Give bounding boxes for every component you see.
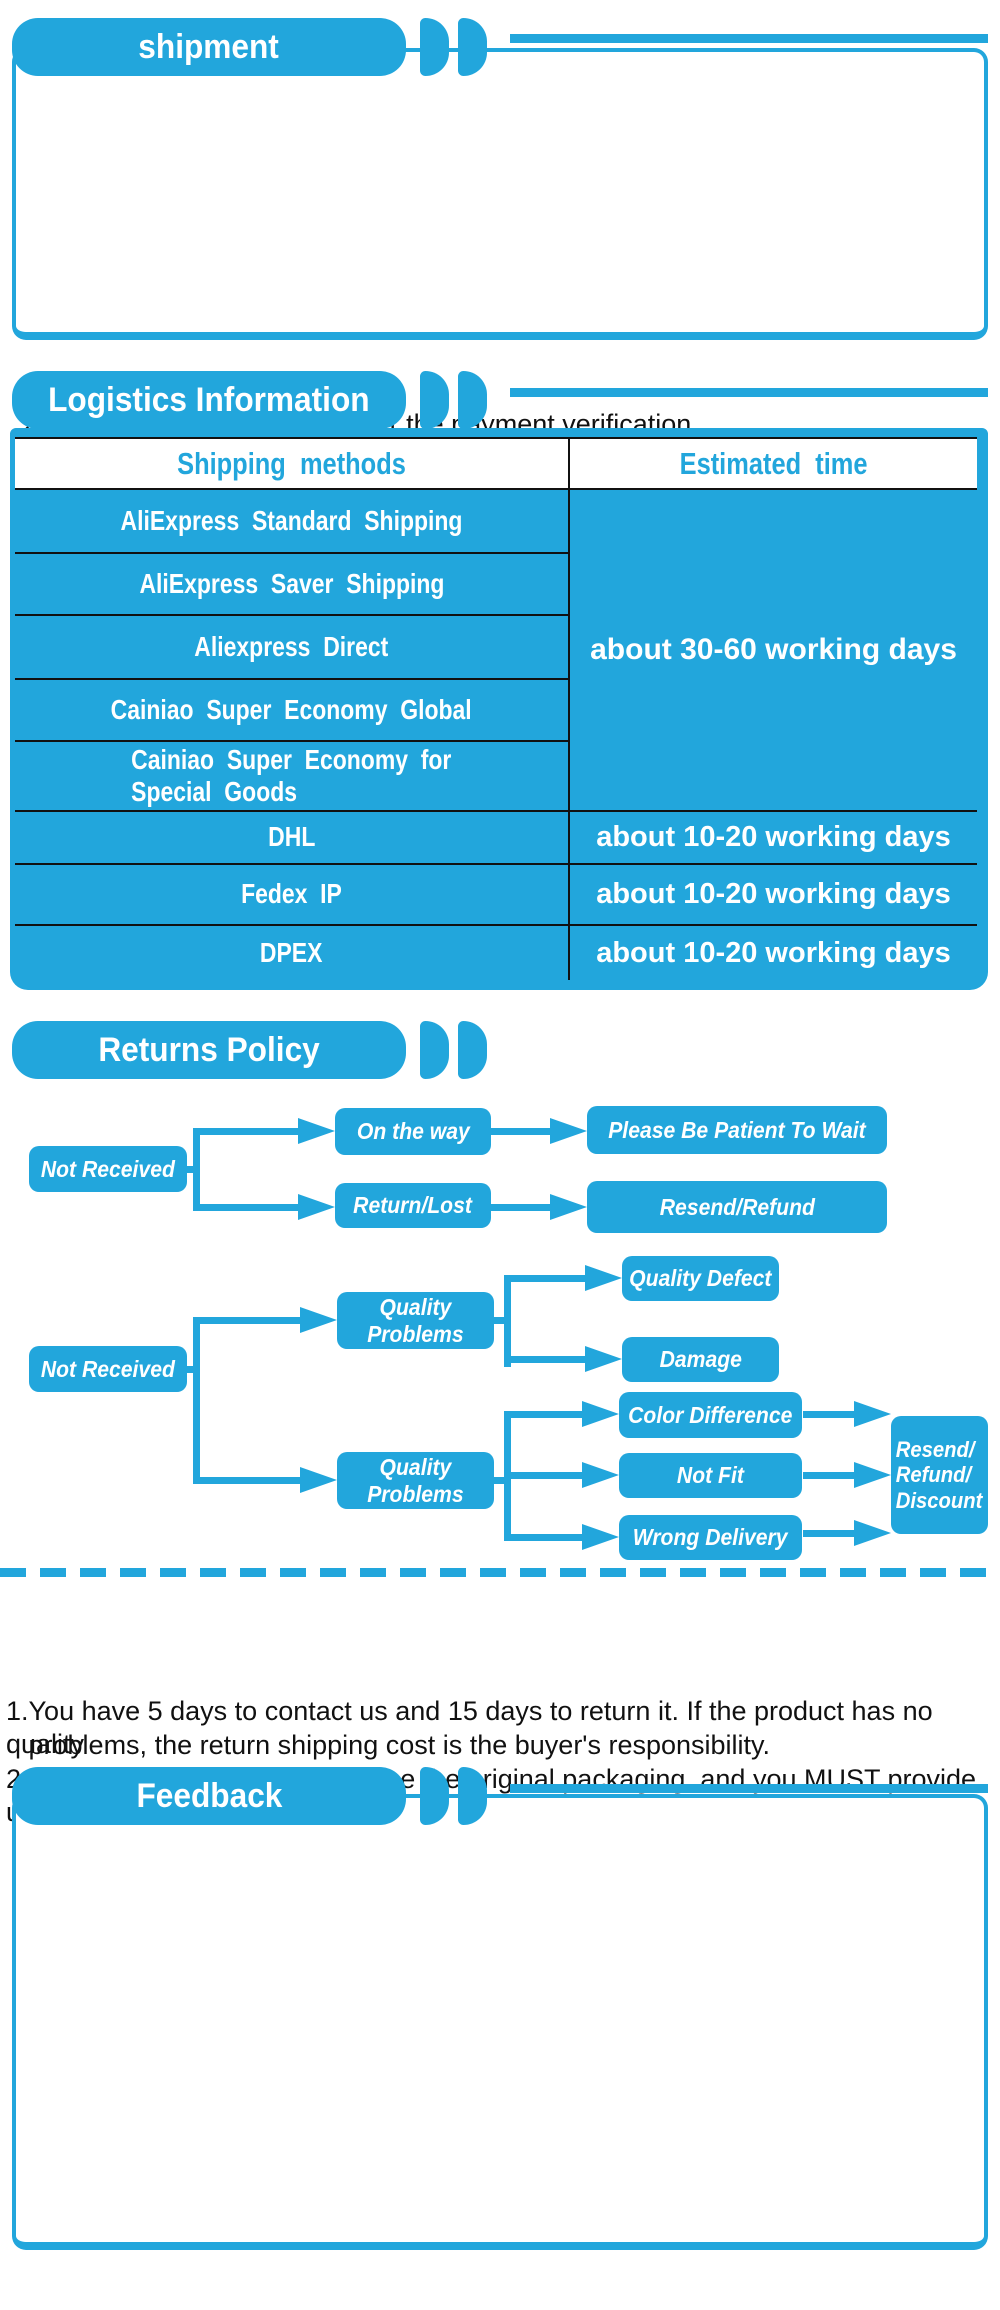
column-header-shipping-methods: Shipping methods (15, 439, 570, 488)
header-ribbon-icon (420, 1767, 449, 1825)
header-ribbon-icon (420, 1021, 449, 1079)
flow-arrowhead (550, 1118, 587, 1144)
header-rule (510, 1784, 988, 1793)
returns-title: Returns Policy (98, 1030, 320, 1069)
flow-connector (198, 1477, 300, 1484)
flow-arrowhead (300, 1307, 337, 1333)
logistics-table-header: Shipping methods Estimated time (15, 437, 977, 490)
flow-connector (509, 1356, 585, 1363)
flow-node-quality-problems-2: Quality Problems (337, 1452, 494, 1509)
flow-node-wrong-delivery: Wrong Delivery (619, 1515, 802, 1560)
flow-arrowhead (298, 1194, 335, 1220)
flow-node-color-difference: Color Difference (619, 1392, 802, 1438)
flow-node-return-lost: Return/Lost (335, 1183, 491, 1228)
shipment-title: shipment (138, 27, 280, 66)
flow-arrowhead (300, 1467, 337, 1493)
flow-connector (803, 1411, 855, 1418)
header-ribbon-icon (458, 1767, 487, 1825)
flow-arrowhead (582, 1524, 619, 1550)
flow-node-damage: Damage (622, 1337, 779, 1382)
flow-connector (491, 1204, 550, 1211)
returns-header-pill: Returns Policy (12, 1021, 406, 1079)
time-cell: about 10-20 working days (596, 936, 951, 969)
flow-arrowhead (854, 1520, 891, 1546)
column-header-estimated-time: Estimated time (679, 445, 868, 481)
flow-node-quality-defect: Quality Defect (622, 1256, 779, 1301)
time-cell: about 10-20 working days (570, 812, 977, 865)
flow-arrowhead (582, 1462, 619, 1488)
flow-connector (509, 1472, 582, 1479)
flow-arrowhead (582, 1401, 619, 1427)
flow-arrowhead (298, 1118, 335, 1144)
shipment-box (12, 48, 988, 340)
header-ribbon-icon (458, 18, 487, 76)
flow-arrowhead (585, 1346, 622, 1372)
dashed-divider (0, 1568, 1000, 1577)
flow-connector (504, 1275, 511, 1367)
flow-connector (504, 1411, 511, 1541)
flow-arrowhead (585, 1265, 622, 1291)
logistics-header-pill: Logistics Information (12, 371, 406, 429)
logistics-table: Shipping methods Estimated time AliExpre… (10, 428, 988, 990)
flow-node-quality-problems-1: Quality Problems (337, 1292, 494, 1349)
flow-connector (193, 1317, 200, 1484)
estimated-time-column: about 30-60 working days about 10-20 wor… (570, 490, 977, 980)
flow-connector (185, 1166, 195, 1173)
returns-note-line: 1.You have 5 days to contact us and 15 d… (6, 1696, 941, 1759)
flow-node-not-fit: Not Fit (619, 1453, 802, 1498)
shipment-header-pill: shipment (12, 18, 406, 76)
flow-arrowhead (854, 1401, 891, 1427)
feedback-title: Feedback (136, 1776, 282, 1815)
returns-note-line: problems, the return shipping cost is th… (6, 1730, 771, 1760)
flow-connector (198, 1204, 298, 1211)
flow-node-resend-refund-discount: Resend/ Refund/ Discount (891, 1416, 988, 1534)
header-rule (510, 388, 988, 397)
shipping-method-cell: AliExpress Saver Shipping (15, 554, 568, 616)
flow-node-on-the-way: On the way (335, 1108, 491, 1155)
flow-connector (494, 1317, 507, 1324)
logistics-title: Logistics Information (48, 380, 370, 419)
flow-connector (491, 1128, 550, 1135)
header-ribbon-icon (458, 371, 487, 429)
flow-connector (509, 1534, 582, 1541)
flow-arrowhead (550, 1194, 587, 1220)
flow-node-not-received-2: Not Received (29, 1346, 187, 1392)
flow-connector (193, 1128, 200, 1211)
flow-connector (803, 1530, 855, 1537)
header-ribbon-icon (458, 1021, 487, 1079)
flow-connector (509, 1411, 582, 1418)
flow-connector (494, 1477, 507, 1484)
header-ribbon-icon (420, 18, 449, 76)
shipping-method-cell: DHL (15, 812, 568, 865)
flow-node-please-wait: Please Be Patient To Wait (587, 1106, 887, 1154)
merged-time-cell: about 30-60 working days (570, 490, 977, 812)
flow-connector (509, 1275, 585, 1282)
shipping-method-cell: Aliexpress Direct (15, 616, 568, 680)
flow-arrowhead (854, 1462, 891, 1488)
feedback-header-pill: Feedback (12, 1767, 406, 1825)
feedback-box (12, 1794, 988, 2250)
shipping-method-cell: Cainiao Super Economy Global (15, 680, 568, 742)
flow-connector (198, 1317, 300, 1324)
flow-connector (187, 1366, 195, 1373)
header-rule (510, 34, 988, 43)
time-cell: about 10-20 working days (570, 865, 977, 926)
flow-node-resend-refund: Resend/Refund (587, 1181, 887, 1233)
shipping-method-cell: AliExpress Standard Shipping (15, 490, 568, 554)
shipping-method-cell: DPEX (260, 936, 323, 968)
shipping-method-cell: Fedex IP (15, 865, 568, 926)
flow-connector (198, 1128, 298, 1135)
shipping-method-cell: Cainiao Super Economy for Special Goods (15, 742, 568, 812)
header-ribbon-icon (420, 371, 449, 429)
flow-connector (803, 1472, 855, 1479)
flow-node-not-received-1: Not Received (29, 1146, 187, 1192)
